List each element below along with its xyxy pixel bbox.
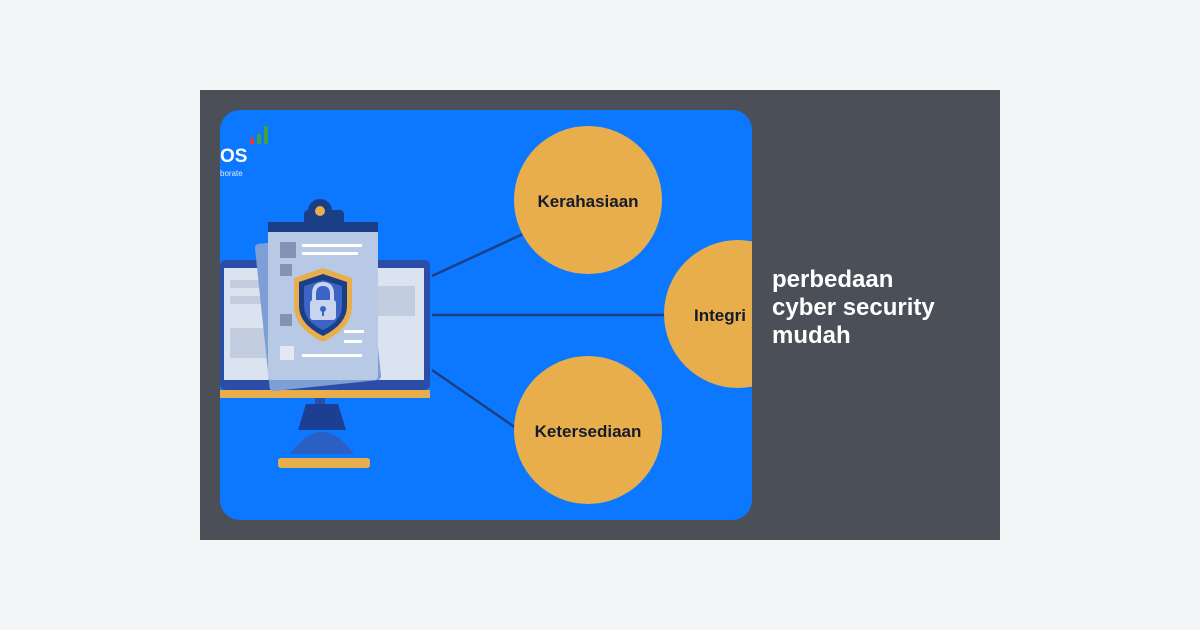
node-integritas-label: Integri bbox=[694, 306, 746, 325]
preview-image[interactable]: OS borate bbox=[220, 110, 752, 520]
logo-bar-green bbox=[257, 134, 261, 144]
cyber-security-illustration: OS borate bbox=[220, 126, 752, 504]
node-kerahasiaan-label: Kerahasiaan bbox=[537, 192, 638, 211]
node-ketersediaan-label: Ketersediaan bbox=[535, 422, 642, 441]
title-line-2: cyber security bbox=[772, 294, 935, 321]
node-kerahasiaan bbox=[514, 126, 662, 274]
logo-bar-red bbox=[250, 138, 254, 144]
node-ketersediaan bbox=[514, 356, 662, 504]
title-line-3: mudah bbox=[772, 322, 851, 349]
title-line-1: perbedaan bbox=[772, 266, 894, 293]
preview-title[interactable]: perbedaan cyber security mudah bbox=[772, 266, 982, 350]
link-preview-card[interactable]: OS borate bbox=[200, 90, 1000, 540]
connector-top bbox=[431, 232, 524, 278]
logo-text: OS bbox=[220, 146, 247, 167]
shield-lock-icon bbox=[294, 268, 352, 342]
connector-bottom bbox=[431, 368, 517, 430]
node-integritas bbox=[664, 240, 752, 388]
logo-subtext: borate bbox=[220, 169, 243, 178]
logo-bar-green-2 bbox=[264, 126, 268, 144]
